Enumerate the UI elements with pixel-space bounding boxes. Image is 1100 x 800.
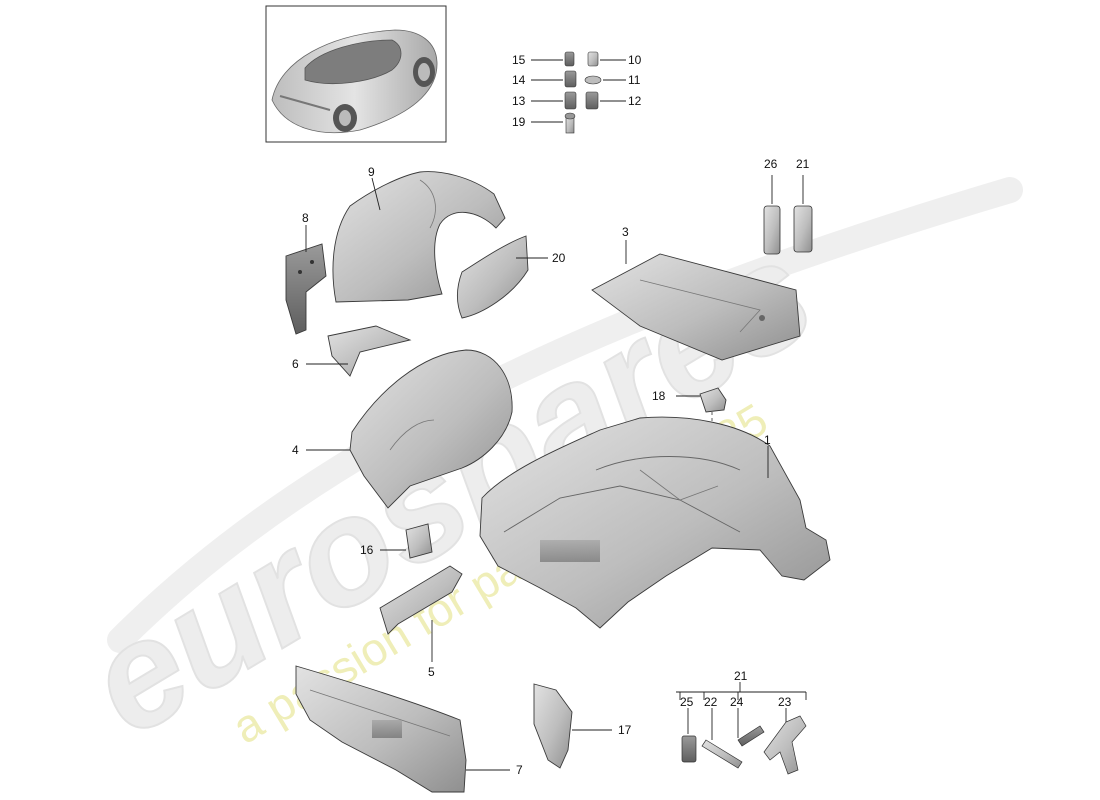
callout-10: 10 xyxy=(628,53,642,67)
hardware-group xyxy=(531,51,626,134)
callout-19: 19 xyxy=(512,115,526,129)
callout-1: 1 xyxy=(764,433,771,447)
callout-9: 9 xyxy=(368,165,375,179)
callout-18: 18 xyxy=(652,389,666,403)
callout-17: 17 xyxy=(618,723,632,737)
callout-3: 3 xyxy=(622,225,629,239)
callout-13: 13 xyxy=(512,94,526,108)
callout-24: 24 xyxy=(730,695,744,709)
part-21-can xyxy=(793,175,813,253)
part-26-sealant-can xyxy=(763,175,781,255)
callout-23: 23 xyxy=(778,695,792,709)
callout-15: 15 xyxy=(512,53,526,67)
vehicle-thumbnail xyxy=(265,5,447,143)
callout-14: 14 xyxy=(512,73,526,87)
callout-16: 16 xyxy=(360,543,374,557)
part-1-rear-body-structure xyxy=(479,416,831,629)
part-9-wheel-housing xyxy=(332,171,506,303)
part-16-reinforcement xyxy=(380,523,433,559)
part-6-tray xyxy=(306,325,412,377)
callout-7: 7 xyxy=(516,763,523,777)
callout-21-can: 21 xyxy=(796,157,810,171)
repair-kit-group xyxy=(676,682,807,775)
part-5-crossmember xyxy=(379,565,463,662)
part-8-bracket xyxy=(285,225,327,335)
callout-labels: 1 3 4 5 6 7 8 9 10 11 12 13 14 15 16 17 … xyxy=(292,53,810,777)
callout-11: 11 xyxy=(628,73,641,87)
part-7-rear-panel xyxy=(295,665,510,793)
callout-4: 4 xyxy=(292,443,299,457)
callout-22: 22 xyxy=(704,695,718,709)
part-17-bracket xyxy=(533,683,612,769)
part-3-floor-panel xyxy=(591,240,801,361)
callout-12: 12 xyxy=(628,94,642,108)
callout-21-kit: 21 xyxy=(734,669,748,683)
part-4-inner-wheel-house xyxy=(306,349,513,509)
callout-20: 20 xyxy=(552,251,566,265)
part-20-panel xyxy=(457,235,548,319)
callout-5: 5 xyxy=(428,665,435,679)
callout-26: 26 xyxy=(764,157,778,171)
callout-25: 25 xyxy=(680,695,694,709)
callout-6: 6 xyxy=(292,357,299,371)
callout-8: 8 xyxy=(302,211,309,225)
